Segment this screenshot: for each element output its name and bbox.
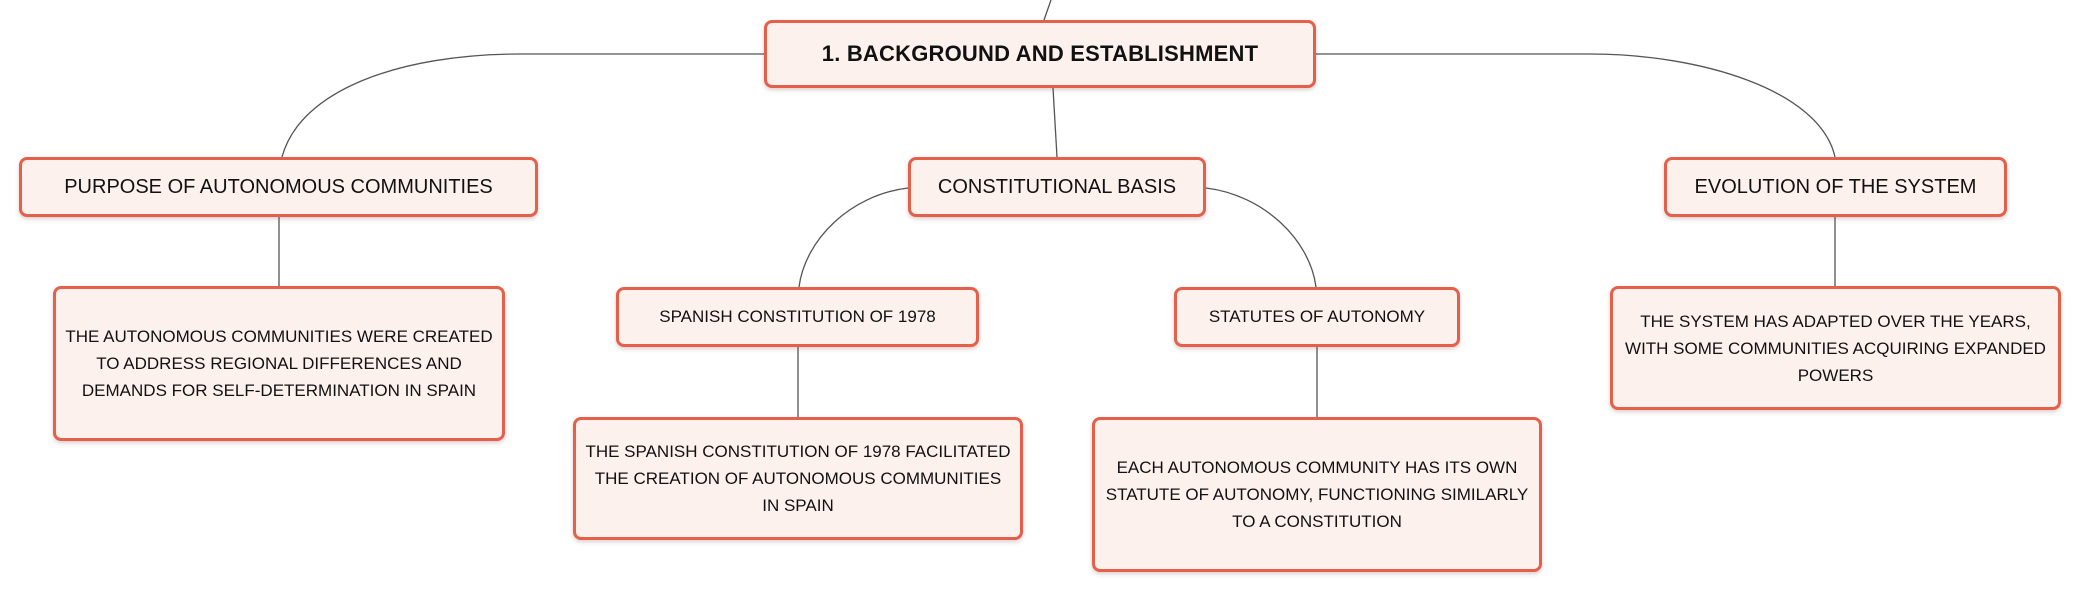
node-purpose-of-autonomous-communities[interactable]: PURPOSE OF AUTONOMOUS COMMUNITIES	[19, 157, 538, 217]
node-detail-text: THE SYSTEM HAS ADAPTED OVER THE YEARS, W…	[1625, 311, 2046, 385]
node-purpose-detail[interactable]: THE AUTONOMOUS COMMUNITIES WERE CREATED …	[53, 286, 505, 441]
connector-parent-to-root	[1043, 0, 1052, 21]
node-label: SPANISH CONSTITUTION OF 1978	[659, 307, 936, 326]
node-detail-text: THE AUTONOMOUS COMMUNITIES WERE CREATED …	[65, 327, 493, 400]
node-spanish-constitution-detail[interactable]: THE SPANISH CONSTITUTION OF 1978 FACILIT…	[573, 417, 1023, 540]
node-constitutional-basis[interactable]: CONSTITUTIONAL BASIS	[908, 157, 1206, 217]
node-label: STATUTES OF AUTONOMY	[1208, 307, 1426, 326]
node-statutes-of-autonomy[interactable]: STATUTES OF AUTONOMY	[1174, 287, 1460, 347]
node-label: EVOLUTION OF THE SYSTEM	[1694, 175, 1977, 198]
node-detail-text: THE SPANISH CONSTITUTION OF 1978 FACILIT…	[585, 442, 1011, 515]
node-label: CONSTITUTIONAL BASIS	[937, 175, 1177, 198]
connector-root-to-constitutional	[1052, 87, 1058, 158]
connector-root-to-purpose	[281, 53, 764, 158]
node-spanish-constitution-of-1978[interactable]: SPANISH CONSTITUTION OF 1978	[616, 287, 979, 347]
node-detail-text: EACH AUTONOMOUS COMMUNITY HAS ITS OWN ST…	[1105, 458, 1529, 531]
root-node-label: 1. BACKGROUND AND ESTABLISHMENT	[821, 41, 1259, 66]
node-evolution-detail[interactable]: THE SYSTEM HAS ADAPTED OVER THE YEARS, W…	[1610, 286, 2061, 410]
connector-constitutional-to-statutes	[1205, 187, 1317, 288]
connector-constitutional-to-spanish	[798, 187, 909, 288]
node-evolution-of-the-system[interactable]: EVOLUTION OF THE SYSTEM	[1664, 157, 2007, 217]
root-node[interactable]: 1. BACKGROUND AND ESTABLISHMENT	[764, 20, 1316, 88]
node-label: PURPOSE OF AUTONOMOUS COMMUNITIES	[64, 175, 493, 198]
connector-root-to-evolution	[1316, 53, 1836, 158]
node-statutes-detail[interactable]: EACH AUTONOMOUS COMMUNITY HAS ITS OWN ST…	[1092, 417, 1542, 572]
